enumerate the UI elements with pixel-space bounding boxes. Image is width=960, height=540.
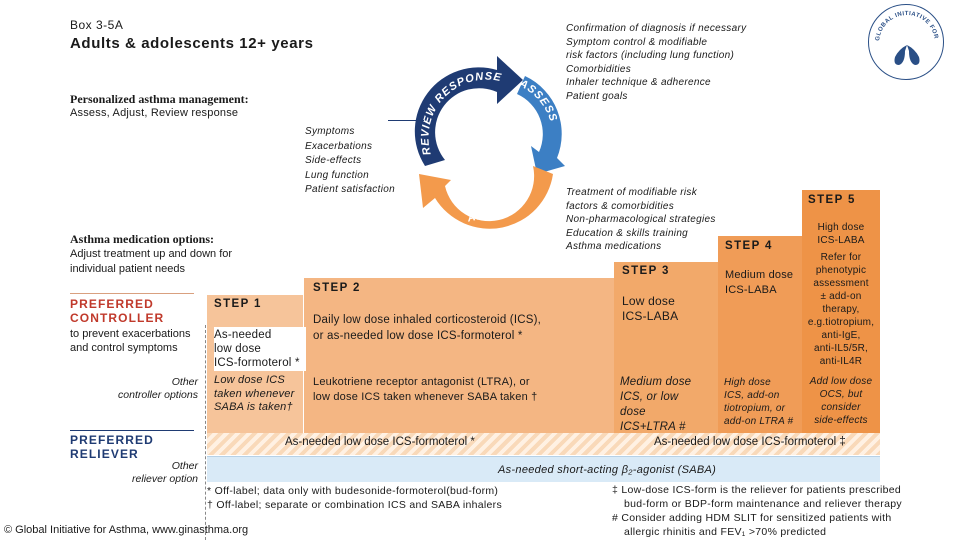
step-5-label: STEP 5	[808, 194, 856, 206]
svg-text:ASSESS: ASSESS	[516, 77, 559, 124]
svg-text:GLOBAL INITIATIVE FOR ASTHMA: GLOBAL INITIATIVE FOR ASTHMA	[869, 5, 939, 41]
step-4-box	[718, 236, 802, 433]
step-3-other: Medium dose ICS, or low dose ICS+LTRA #	[620, 376, 692, 433]
step-5-other: Add low dose OCS, but consider side-effe…	[809, 376, 873, 426]
management-subtitle: Assess, Adjust, Review response	[70, 107, 239, 119]
adjust-arrow	[419, 166, 553, 229]
step-3-label: STEP 3	[622, 265, 670, 277]
preferred-reliever-label: PREFERRED RELIEVER	[70, 433, 154, 461]
lungs-icon: GLOBAL INITIATIVE FOR ASTHMA	[866, 1, 939, 65]
divider-line	[205, 325, 206, 540]
options-title: Asthma medication options:	[70, 232, 215, 246]
step-4-other: High dose ICS, add-on tiotropium, or add…	[724, 377, 794, 427]
controller-description: to prevent exacerbations and control sym…	[70, 328, 191, 354]
preferred-reliever-band	[207, 433, 880, 455]
step-2-other: Leukotriene receptor antagonist (LTRA), …	[313, 376, 538, 403]
options-subtitle: Adjust treatment up and down for individ…	[70, 248, 233, 275]
footnotes-left: * Off-label; data only with budesonide-f…	[207, 485, 503, 511]
preferred-controller-label: PREFERRED CONTROLLER	[70, 297, 165, 325]
step-5-box	[802, 190, 880, 433]
management-title: Personalized asthma management:	[70, 92, 249, 106]
page-title: Adults & adolescents 12+ years	[70, 35, 314, 52]
step-5-preferred: High dose ICS-LABA Refer for phenotypic …	[807, 222, 875, 367]
controller-rule	[70, 293, 194, 294]
copyright: © Global Initiative for Asthma, www.gina…	[4, 524, 249, 536]
other-reliever-band	[207, 456, 880, 482]
step-1-other: Low dose ICS taken whenever SABA is take…	[214, 374, 295, 413]
step-1-label: STEP 1	[214, 298, 262, 310]
footnotes-right: ‡ Low-dose ICS-form is the reliever for …	[612, 484, 902, 538]
review-arrow	[414, 56, 523, 166]
other-reliever-text: As-needed short-acting β₂-agonist (SABA)	[498, 464, 717, 476]
preferred-reliever-right: As-needed low dose ICS-formoterol ‡	[654, 436, 846, 448]
preferred-reliever-left: As-needed low dose ICS-formoterol *	[285, 436, 475, 448]
step-2-label: STEP 2	[313, 282, 361, 294]
assess-arrow	[517, 76, 565, 174]
assess-list: Confirmation of diagnosis if necessary S…	[566, 23, 747, 102]
other-controller-label: Other controller options	[118, 376, 198, 401]
box-label: Box 3-5A	[70, 18, 124, 32]
review-list: Symptoms Exacerbations Side-effects Lung…	[305, 126, 395, 195]
step-1-preferred: As-needed low dose ICS-formoterol *	[214, 327, 306, 371]
step-2-box	[304, 278, 614, 433]
step-4-label: STEP 4	[725, 240, 773, 252]
step-4-preferred: Medium dose ICS-LABA	[725, 269, 794, 296]
review-connector	[388, 120, 424, 121]
other-reliever-label: Other reliever option	[132, 460, 198, 485]
assess-adjust-review-cycle: REVIEW RESPONSE ASSESS ADJUST	[414, 56, 565, 229]
step-2-preferred: Daily low dose inhaled corticosteroid (I…	[313, 314, 542, 342]
step-3-box	[614, 262, 718, 433]
step-3-preferred: Low dose ICS-LABA	[622, 294, 679, 323]
reliever-rule	[70, 430, 194, 431]
assess-label: ASSESS	[516, 77, 558, 124]
gina-logo: GLOBAL INITIATIVE FOR ASTHMA	[866, 1, 944, 80]
adjust-list: Treatment of modifiable risk factors & c…	[566, 187, 716, 252]
